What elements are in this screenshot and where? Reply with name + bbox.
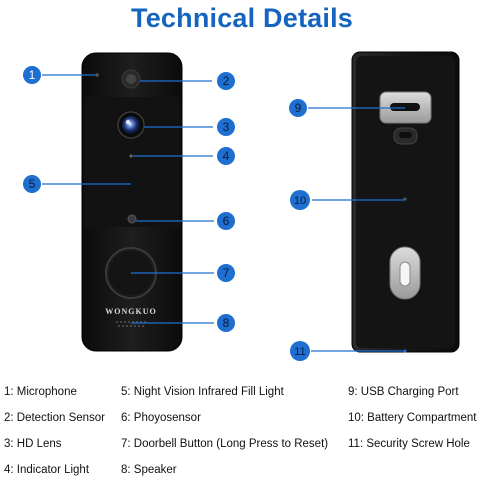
svg-text:10: 10 bbox=[294, 195, 306, 207]
legend-item-hd-lens: 3: HD Lens bbox=[4, 438, 62, 450]
svg-text:1: 1 bbox=[29, 68, 36, 82]
svg-text:6: 6 bbox=[223, 214, 230, 228]
legend-item-battery: 10: Battery Compartment bbox=[348, 412, 477, 424]
legend-item-ir-light: 5: Night Vision Infrared Fill Light bbox=[121, 386, 284, 398]
microphone-hole bbox=[95, 73, 99, 77]
svg-text:5: 5 bbox=[29, 177, 36, 191]
svg-text:8: 8 bbox=[223, 316, 230, 330]
legend-item-screw-hole: 11: Security Screw Hole bbox=[348, 438, 470, 450]
callout-9: 9 bbox=[289, 99, 307, 117]
svg-text:3: 3 bbox=[223, 120, 230, 134]
svg-text:9: 9 bbox=[295, 101, 302, 115]
legend-col-3: 9: USB Charging Port 10: Battery Compart… bbox=[348, 379, 476, 457]
callout-4: 4 bbox=[217, 147, 235, 165]
usb-port bbox=[390, 103, 420, 111]
bottom-hole bbox=[403, 349, 407, 353]
battery-compartment-dot bbox=[403, 197, 407, 201]
indicator-light bbox=[129, 154, 133, 158]
callout-5: 5 bbox=[23, 175, 41, 193]
svg-text:7: 7 bbox=[223, 266, 230, 280]
page-title: Technical Details bbox=[131, 3, 353, 33]
callout-2: 2 bbox=[217, 72, 235, 90]
callout-6: 6 bbox=[217, 212, 235, 230]
legend-item-photosensor: 6: Phoyosensor bbox=[121, 412, 201, 424]
callout-8: 8 bbox=[217, 314, 235, 332]
device-illustration: WONGKUO bbox=[23, 51, 460, 361]
legend-item-doorbell-button: 7: Doorbell Button (Long Press to Reset) bbox=[121, 438, 329, 450]
speaker-grill bbox=[116, 321, 146, 327]
svg-text:2: 2 bbox=[223, 74, 230, 88]
legend-item-microphone: 1: Microphone bbox=[4, 386, 77, 398]
back-device bbox=[351, 51, 460, 353]
callout-10: 10 bbox=[290, 190, 310, 210]
callout-3: 3 bbox=[217, 118, 235, 136]
photosensor bbox=[127, 214, 137, 224]
callout-11: 11 bbox=[290, 341, 310, 361]
callout-7: 7 bbox=[217, 264, 235, 282]
front-device: WONGKUO bbox=[81, 52, 183, 352]
legend-item-speaker: 8: Speaker bbox=[121, 464, 177, 476]
figure: Technical Details bbox=[4, 3, 476, 476]
brand-label: WONGKUO bbox=[105, 307, 156, 316]
legend-item-detection-sensor: 2: Detection Sensor bbox=[4, 412, 106, 424]
legend-item-indicator-light: 4: Indicator Light bbox=[4, 464, 90, 476]
callout-1: 1 bbox=[23, 66, 41, 84]
legend-col-2: 5: Night Vision Infrared Fill Light 6: P… bbox=[121, 379, 328, 483]
svg-text:4: 4 bbox=[223, 149, 230, 163]
front-glass-panel bbox=[84, 97, 180, 227]
svg-text:11: 11 bbox=[294, 346, 305, 358]
legend-item-usb-port: 9: USB Charging Port bbox=[348, 386, 459, 398]
legend-col-1: 1: Microphone 2: Detection Sensor 3: HD … bbox=[4, 379, 105, 483]
